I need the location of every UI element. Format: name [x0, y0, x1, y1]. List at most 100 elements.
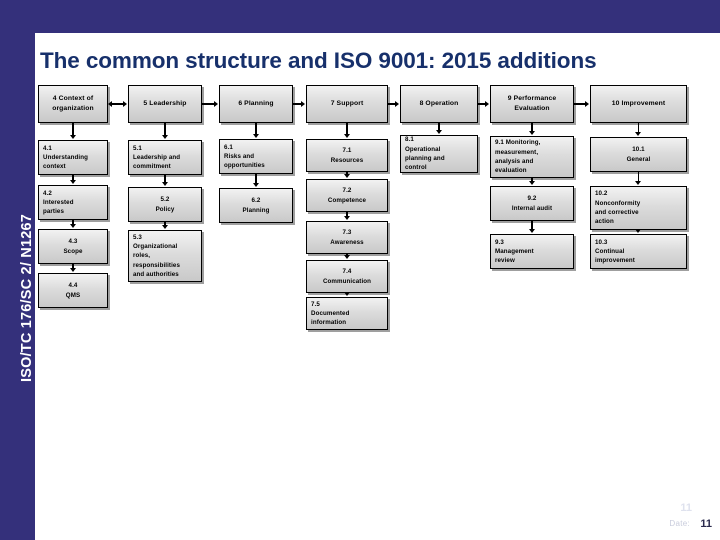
node-text-line: control	[405, 164, 427, 172]
connector-c9-1-head	[528, 181, 535, 186]
connector-c7-4-head	[343, 292, 350, 297]
node-text-line: improvement	[595, 257, 635, 265]
node-text-line: 5 Leadership	[143, 99, 187, 107]
connector-c7-1-head	[343, 174, 350, 179]
connector-c4-to-c5	[112, 103, 124, 105]
node-text-line: 8.1	[405, 136, 414, 144]
connector-c10-1	[637, 172, 640, 182]
connector-c9-1	[531, 178, 533, 182]
top-node-c6[interactable]: 6 Planning	[219, 85, 293, 123]
connector-c9-2-head	[528, 229, 535, 234]
node-text-line: Organizational	[133, 243, 178, 251]
node-text-line: QMS	[65, 291, 81, 299]
node-text-line: and authorities	[133, 270, 179, 278]
node-text-line: General	[626, 155, 651, 163]
connector-c4-to-c5-head-right	[123, 100, 128, 107]
top-node-c10[interactable]: 10 Improvement	[590, 85, 687, 123]
node-text-line: Nonconformity	[595, 199, 641, 207]
connector-c4-0-head	[69, 135, 76, 140]
decorative-left-band	[0, 33, 35, 540]
connector-c6-0	[255, 123, 257, 135]
connector-c7-2	[346, 212, 348, 217]
node-text-line: Management	[495, 247, 534, 255]
node-text-line: measurement,	[495, 148, 539, 156]
connector-c7-0	[346, 123, 348, 135]
decorative-top-band	[0, 0, 720, 33]
connector-c9-0-head	[528, 131, 535, 136]
connector-c4-2-head	[69, 224, 76, 229]
connector-c7-to-c8-head	[395, 100, 400, 107]
node-text-line: context	[43, 163, 66, 171]
top-node-c7[interactable]: 7 Support	[306, 85, 388, 123]
top-node-c5[interactable]: 5 Leadership	[128, 85, 202, 123]
footer-date-label: Date:	[669, 519, 690, 528]
connector-c4-0	[72, 123, 74, 136]
node-text-line: 6.1	[224, 143, 233, 151]
node-text-line: roles,	[133, 252, 151, 260]
node-text-line: Policy	[155, 205, 175, 213]
node-text-line: Leadership and	[133, 153, 181, 161]
node-text-line: 10 Improvement	[611, 99, 666, 107]
node-text-line: 5.3	[133, 233, 142, 241]
node-text-line: 4.1	[43, 144, 52, 152]
connector-c5-0	[164, 123, 166, 136]
top-node-c8[interactable]: 8 Operation	[400, 85, 478, 123]
node-text-line: action	[595, 218, 614, 226]
node-text-line: 4 Context of	[52, 94, 94, 102]
node-text-line: 4.3	[68, 238, 78, 246]
connector-c5-to-c6-head	[214, 100, 219, 107]
node-text-line: 7.1	[342, 147, 352, 155]
node-text-line: 9.2	[527, 195, 537, 203]
connector-c8-0-head	[435, 130, 442, 135]
page-title: The common structure and ISO 9001: 2015 …	[40, 48, 597, 73]
connector-c6-0-head	[252, 134, 259, 139]
node-text-line: Interested	[43, 198, 74, 206]
connector-c5-0-head	[161, 135, 168, 140]
connector-c9-to-c10	[574, 103, 586, 105]
connector-c5-2-head	[161, 225, 168, 230]
node-text-line: Risks and	[224, 152, 255, 160]
connector-c7-3-head	[343, 255, 350, 260]
connector-c4-1	[72, 175, 74, 181]
node-text-line: information	[311, 319, 347, 327]
connector-c8-0	[438, 123, 440, 131]
connector-c9-to-c10-head	[585, 100, 590, 107]
node-text-line: 7 Support	[330, 99, 364, 107]
connector-c4-to-c5-head-left	[108, 100, 112, 107]
node-text-line: 7.3	[342, 229, 352, 237]
node-text-line: Internal audit	[511, 204, 553, 212]
connector-c4-3	[72, 264, 74, 269]
node-text-line: 9 Performance	[507, 94, 557, 102]
node-text-line: Documented	[311, 309, 350, 317]
node-text-line: 4.4	[68, 282, 78, 290]
node-text-line: evaluation	[495, 167, 527, 175]
node-text-line: 9.3	[495, 238, 504, 246]
node-text-line: 10.1	[632, 146, 645, 154]
node-text-line: opportunities	[224, 162, 265, 170]
